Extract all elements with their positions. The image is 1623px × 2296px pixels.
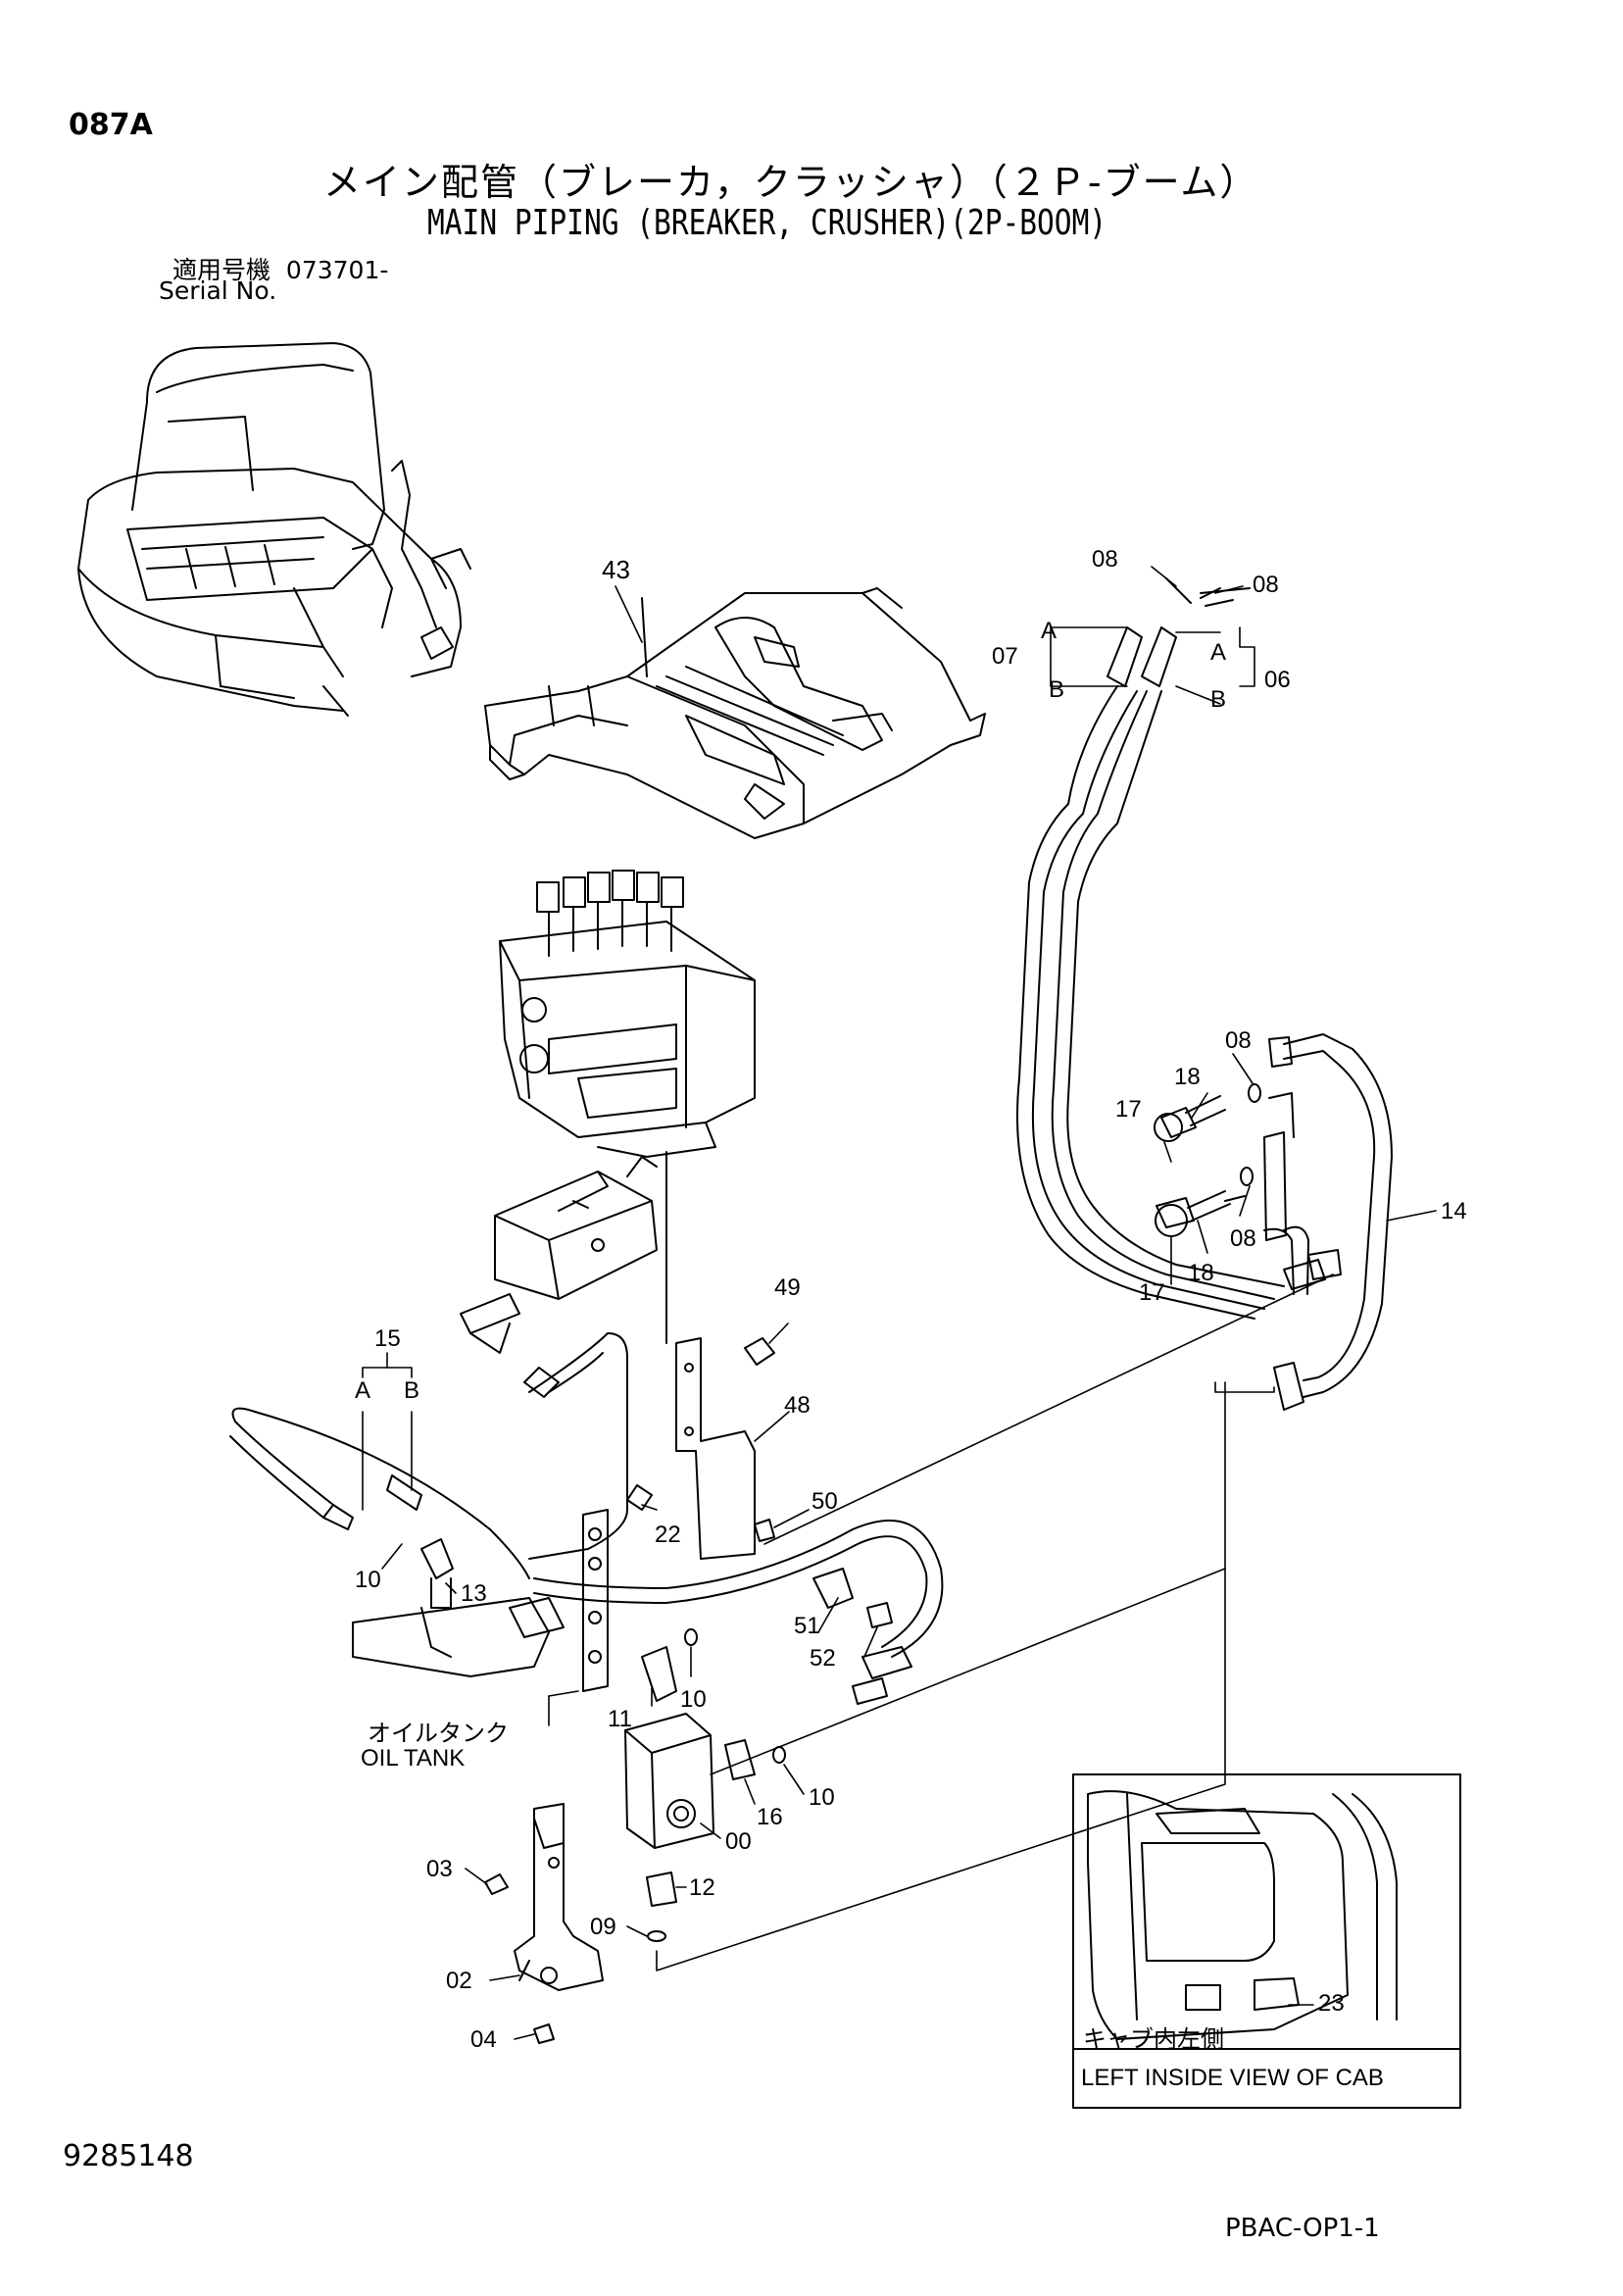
callout-49: 49	[774, 1274, 801, 1301]
drawing-code: PBAC-OP1-1	[1225, 2214, 1380, 2243]
callout-51: 51	[794, 1613, 820, 1639]
page-code: 087A	[69, 108, 153, 142]
callout-18-top: 18	[1174, 1064, 1201, 1090]
oil-tank-label-english: OIL TANK	[361, 1745, 466, 1772]
callout-17-top: 17	[1115, 1096, 1142, 1123]
callout-08-middle: 08	[1225, 1027, 1252, 1054]
callout-02: 02	[446, 1968, 472, 1994]
callout-16: 16	[757, 1804, 783, 1830]
inset-cab-view	[1072, 1773, 1461, 2109]
callout-23: 23	[1318, 1990, 1345, 2017]
serial-number-row: 適用号機 073701-	[172, 251, 388, 286]
callout-15-b: B	[404, 1377, 420, 1404]
callout-07: 07	[992, 643, 1018, 670]
bracket-02	[484, 1803, 604, 2044]
callout-14: 14	[1441, 1198, 1467, 1224]
serial-label-japanese: 適用号機	[172, 256, 271, 284]
machine-overview-illustration	[77, 342, 471, 717]
suction-pipe	[352, 1332, 628, 1677]
block-00	[624, 1713, 714, 1942]
title-english: MAIN PIPING (BREAKER, CRUSHER)(2P-BOOM)	[427, 203, 1107, 243]
document-number: 9285148	[63, 2139, 194, 2173]
title-japanese: メイン配管（ブレーカ，クラッシャ）（２Ｐ-ブーム）	[323, 161, 1259, 204]
callout-10-middle: 10	[680, 1686, 707, 1713]
valve-bracket-illustration	[460, 1156, 658, 1354]
callout-18-lower: 18	[1188, 1260, 1214, 1286]
callout-08-top-right: 08	[1253, 572, 1279, 598]
callout-09: 09	[590, 1914, 616, 1940]
callout-52: 52	[810, 1645, 836, 1672]
inset-caption-english: LEFT INSIDE VIEW OF CAB	[1081, 2065, 1384, 2091]
callout-a-right: A	[1210, 639, 1227, 666]
callout-17-lower: 17	[1139, 1279, 1165, 1306]
callout-12: 12	[689, 1874, 715, 1901]
serial-label-english: Serial No.	[159, 276, 277, 305]
callout-15: 15	[374, 1325, 401, 1352]
oil-tank-label-japanese: オイルタンク	[368, 1721, 509, 1747]
callout-10-left: 10	[355, 1567, 381, 1593]
callout-43: 43	[602, 555, 630, 584]
callout-08-top-left: 08	[1092, 546, 1118, 573]
callout-13: 13	[461, 1580, 487, 1607]
bracket-48	[675, 1337, 775, 1560]
hose-14	[1263, 1033, 1393, 1411]
callout-03: 03	[426, 1856, 453, 1882]
callout-15-a: A	[355, 1377, 371, 1404]
callout-b-right: B	[1210, 686, 1227, 713]
callout-00: 00	[725, 1828, 752, 1855]
callout-b-left: B	[1049, 676, 1065, 703]
control-valve-illustration	[499, 870, 756, 1158]
callout-48: 48	[784, 1392, 811, 1419]
fittings-17-18	[1154, 1083, 1261, 1237]
callout-08-lower: 08	[1230, 1225, 1256, 1252]
callout-11: 11	[608, 1706, 632, 1732]
callout-10-right: 10	[809, 1784, 835, 1811]
serial-value: 073701-	[285, 256, 389, 284]
callout-06: 06	[1264, 667, 1291, 693]
callout-50: 50	[812, 1488, 838, 1515]
callout-22: 22	[655, 1522, 681, 1548]
hose-15	[229, 1407, 944, 1705]
fittings-cluster	[420, 1484, 893, 1780]
callout-a-left: A	[1041, 618, 1057, 644]
leader-lines	[362, 566, 1437, 2040]
oil-tank-strip	[582, 1509, 609, 1692]
inset-caption-japanese: キャブ内左側	[1083, 2026, 1224, 2053]
attachment-hoses-06-07	[1016, 587, 1285, 1320]
cab-floor-plate-43	[484, 587, 986, 839]
callout-04: 04	[470, 2026, 497, 2053]
